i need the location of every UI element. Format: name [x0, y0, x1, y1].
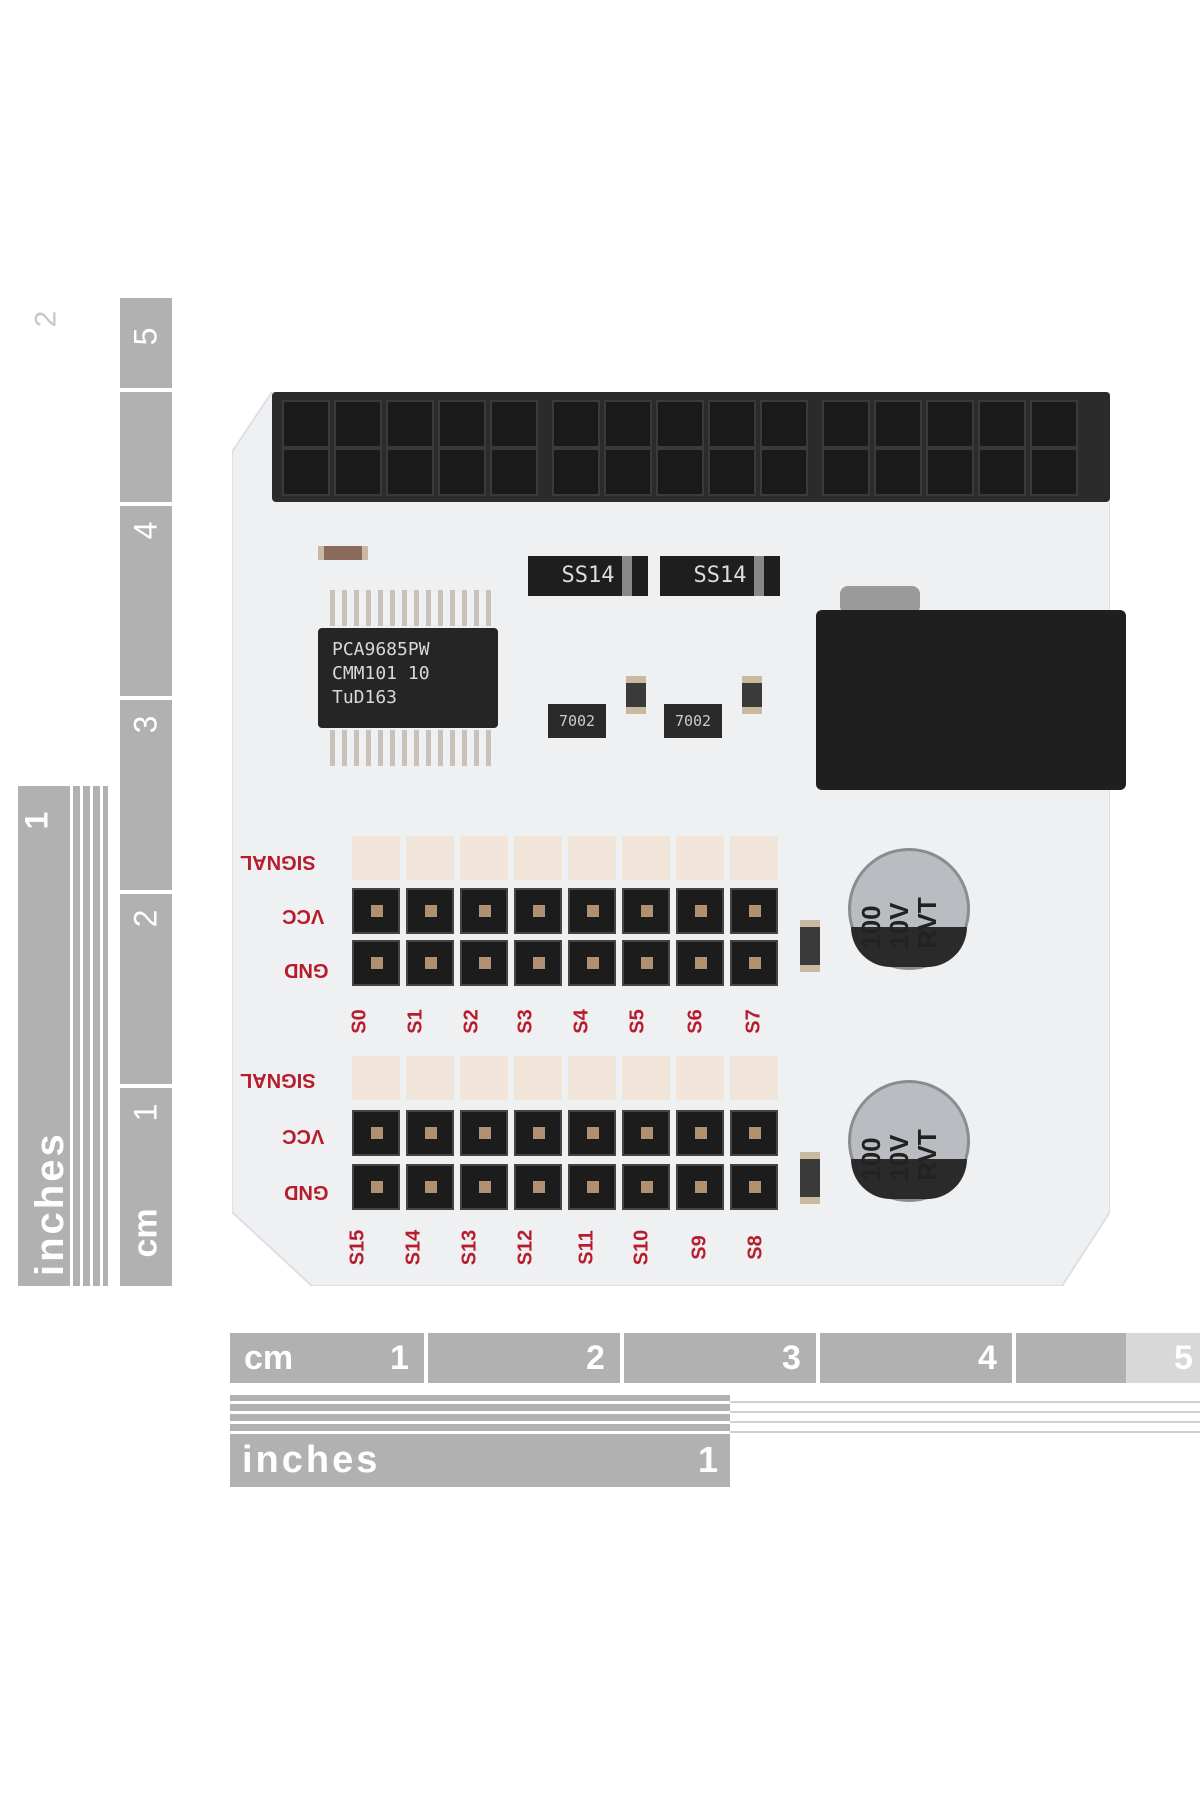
- row-label-gnd: GND: [284, 1181, 329, 1203]
- channel-label: S13: [458, 1229, 481, 1266]
- smd-component: [742, 676, 762, 714]
- capacitor-marking: 10V: [883, 1134, 914, 1181]
- gpio-header: [272, 392, 1110, 502]
- row-label-signal: SIGNAL: [240, 1069, 316, 1091]
- ruler-tick-label: 3: [782, 1339, 801, 1377]
- ruler-unit-label: cm: [126, 1208, 165, 1258]
- vertical-inch-scale: 2: [18, 298, 108, 788]
- chip-marking-line: PCA9685PW: [332, 639, 430, 660]
- ruler-divider: [120, 890, 172, 894]
- smd-component: [626, 676, 646, 714]
- capacitor-marking: 10V: [883, 902, 914, 949]
- smd-capacitor: [800, 920, 820, 972]
- ruler-divider: [120, 388, 172, 392]
- barrel-jack: [816, 610, 1126, 790]
- ruler-tick-label: 2: [586, 1339, 605, 1377]
- channel-label: S6: [684, 1009, 707, 1034]
- horizontal-inches-ruler: inches 1: [230, 1395, 730, 1487]
- capacitor-marking: 100: [855, 1137, 886, 1181]
- ruler-tick-label: 3: [127, 715, 164, 734]
- ruler-unit-label: cm: [244, 1339, 294, 1377]
- smd-capacitor: [800, 1152, 820, 1204]
- channel-label: S7: [742, 1009, 765, 1034]
- schottky-diode: SS14: [660, 556, 780, 596]
- channel-label: S15: [346, 1229, 369, 1266]
- capacitor-marking: RVT: [911, 1129, 942, 1181]
- channel-label: S2: [460, 1009, 483, 1034]
- channel-label: S4: [570, 1009, 593, 1034]
- diode-marking: SS14: [693, 563, 747, 588]
- ruler-unit-label: inches: [242, 1439, 381, 1481]
- ruler-divider: [120, 696, 172, 700]
- capacitor-marking: 100: [855, 905, 886, 949]
- row-label-vcc: VCC: [282, 905, 325, 927]
- row-label-signal: SIGNAL: [240, 851, 316, 873]
- chip-marking-line: TuD163: [332, 687, 398, 708]
- ruler-tick-label: 4: [978, 1339, 997, 1377]
- capacitor-marking: RVT: [911, 897, 942, 949]
- ruler-tick-label: 1: [390, 1339, 409, 1377]
- horizontal-cm-ruler: cm 1 2 3 4 5: [230, 1333, 1200, 1383]
- channel-label: S10: [630, 1229, 653, 1266]
- channel-label: S5: [626, 1009, 649, 1034]
- channel-label: S14: [402, 1229, 425, 1266]
- ruler-tick-label: 1: [127, 1103, 164, 1122]
- mosfet-transistor: 7002: [664, 704, 722, 738]
- channel-label: S11: [575, 1230, 598, 1265]
- ruler-tick-label: 2: [29, 310, 63, 328]
- ruler-tick-label: 5: [127, 327, 164, 346]
- diode-marking: SS14: [561, 563, 615, 588]
- row-label-gnd: GND: [284, 959, 329, 981]
- vertical-inches-ruler: 1 inches: [18, 786, 108, 1286]
- channel-label: S12: [514, 1229, 537, 1266]
- jack-clip: [840, 586, 920, 614]
- chip-marking-line: CMM101 10: [332, 663, 430, 684]
- ruler-divider: [120, 502, 172, 506]
- ruler-divider: [120, 1084, 172, 1088]
- vertical-cm-ruler: 5 4 3 2 1 cm: [120, 298, 172, 1286]
- ruler-tick-label: 1: [697, 1439, 718, 1480]
- channel-label: S1: [404, 1009, 427, 1034]
- pwm-driver-chip: PCA9685PW CMM101 10 TuD163: [318, 628, 498, 728]
- row-label-vcc: VCC: [282, 1125, 325, 1147]
- ruler-tick-label: 5: [1174, 1339, 1193, 1377]
- ruler-unit-label: inches: [28, 1131, 72, 1276]
- smd-resistor: [318, 546, 368, 560]
- ruler-tick-label: 2: [127, 909, 164, 928]
- mosfet-transistor: 7002: [548, 704, 606, 738]
- horizontal-inch-scale-light: [730, 1395, 1200, 1435]
- ruler-tick-label: 1: [18, 811, 55, 830]
- ruler-tick-label: 4: [127, 521, 164, 540]
- schottky-diode: SS14: [528, 556, 648, 596]
- channel-label: S9: [688, 1235, 711, 1260]
- channel-label: S3: [514, 1009, 537, 1034]
- channel-label: S0: [348, 1009, 371, 1034]
- channel-label: S8: [744, 1235, 767, 1260]
